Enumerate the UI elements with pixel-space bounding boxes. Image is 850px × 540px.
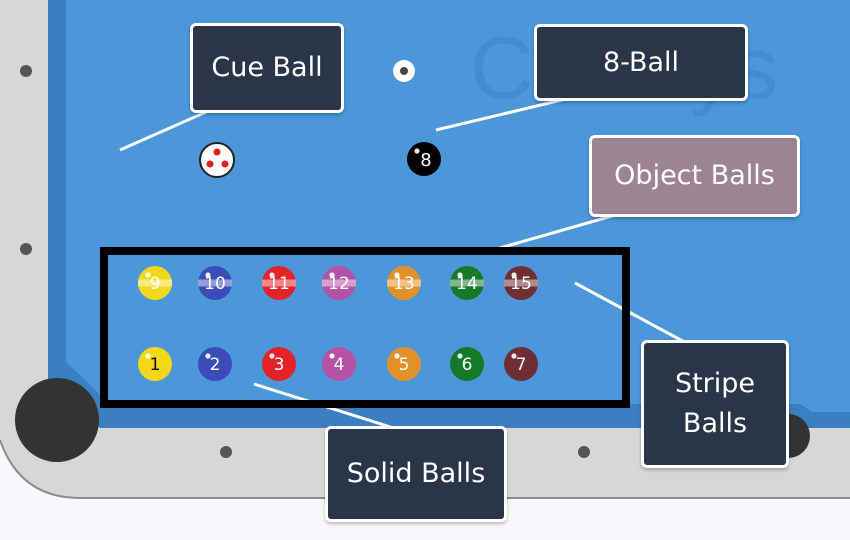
ball-number: 11 — [268, 274, 290, 294]
solid-balls-callout: Solid Balls — [325, 426, 507, 522]
ball-number: 10 — [204, 274, 226, 294]
stripe-ball-9: 9 — [138, 266, 172, 300]
stripe-balls-pointer — [574, 281, 691, 347]
head-spot-center — [400, 67, 408, 75]
ball-number: 15 — [510, 274, 532, 294]
table-rail-edge — [0, 439, 850, 499]
ball-number: 9 — [150, 274, 161, 294]
solid-ball-7: 7 — [504, 347, 538, 381]
solid-ball-5: 5 — [387, 347, 421, 381]
stripe-ball-11: 11 — [262, 266, 296, 300]
cue-ball-label: Cue Ball — [211, 52, 323, 83]
ball-number: 5 — [399, 355, 410, 375]
ball-number: 1 — [150, 355, 161, 375]
rail-diamond — [20, 65, 32, 77]
eight-ball-label: 8-Ball — [602, 46, 680, 78]
ball-number: 4 — [334, 355, 345, 375]
cue-ball-pointer — [119, 106, 216, 152]
stripe-ball-10: 10 — [198, 266, 232, 300]
eight-ball-pointer — [435, 96, 571, 132]
stripe-balls-callout: Stripe Balls — [641, 340, 789, 468]
object-balls-callout: Object Balls — [589, 135, 800, 217]
stripe-ball-14: 14 — [450, 266, 484, 300]
cue-ball-callout: Cue Ball — [190, 23, 344, 113]
ball-number: 6 — [462, 355, 473, 375]
object-balls-label: Object Balls — [614, 160, 775, 191]
eight-ball-callout: 8-Ball — [534, 24, 748, 101]
cue-ball — [199, 142, 235, 178]
corner-pocket — [15, 378, 99, 462]
stripe-ball-12: 12 — [322, 266, 356, 300]
ball-number: 13 — [393, 274, 415, 294]
ball-number: 14 — [456, 274, 478, 294]
ball-number: 7 — [516, 355, 527, 375]
stripe-ball-13: 13 — [387, 266, 421, 300]
solid-ball-6: 6 — [450, 347, 484, 381]
rail-diamond — [220, 446, 232, 458]
object-balls-frame — [100, 247, 630, 408]
solid-ball-3: 3 — [262, 347, 296, 381]
object-balls-pointer — [492, 210, 627, 252]
ball-number: 3 — [274, 355, 285, 375]
stripe-balls-label-line2: Balls — [682, 408, 748, 439]
stripe-balls-label-line1: Stripe — [674, 368, 756, 399]
rail-diamond — [578, 446, 590, 458]
ball-number: 12 — [328, 274, 350, 294]
rail-diamond — [20, 243, 32, 255]
solid-ball-4: 4 — [322, 347, 356, 381]
eight-ball: 8 — [407, 142, 441, 176]
stripe-ball-15: 15 — [504, 266, 538, 300]
solid-ball-1: 1 — [138, 347, 172, 381]
ball-number: 2 — [210, 355, 221, 375]
solid-balls-label: Solid Balls — [346, 458, 486, 489]
ball-number: 8 — [420, 150, 431, 171]
solid-ball-2: 2 — [198, 347, 232, 381]
